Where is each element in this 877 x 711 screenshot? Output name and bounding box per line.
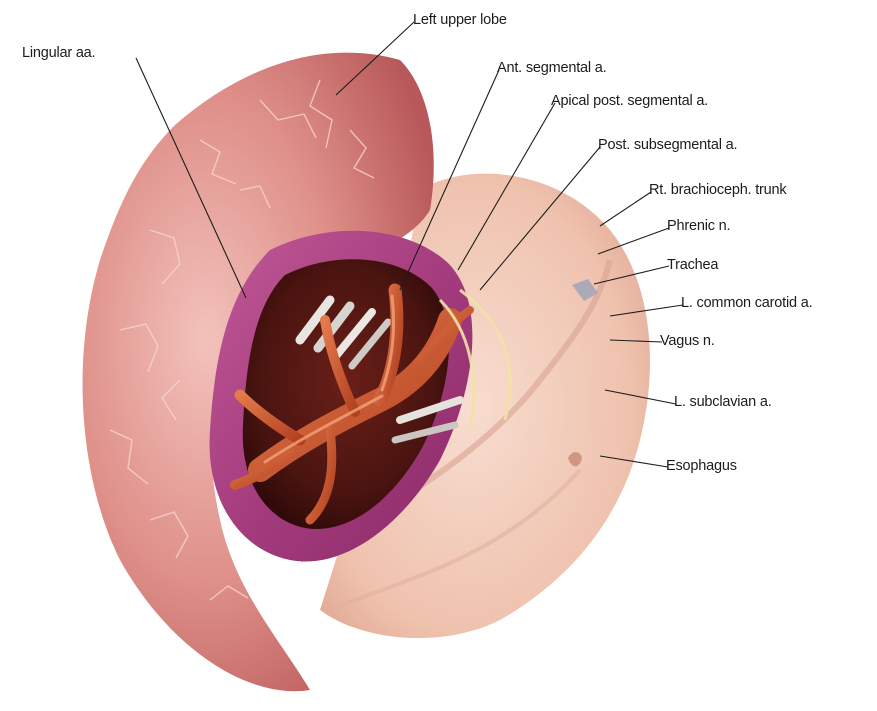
label-trachea: Trachea — [667, 257, 718, 273]
label-left-upper-lobe: Left upper lobe — [413, 12, 507, 28]
label-ant-segmental-a: Ant. segmental a. — [497, 60, 606, 76]
label-l-subclavian-a: L. subclavian a. — [674, 394, 772, 410]
label-apical-post-segmental-a: Apical post. segmental a. — [551, 93, 708, 109]
label-phrenic-n: Phrenic n. — [667, 218, 730, 234]
label-rt-brachioceph-trunk: Rt. brachioceph. trunk — [649, 182, 786, 198]
label-vagus-n: Vagus n. — [660, 333, 715, 349]
label-l-common-carotid-a: L. common carotid a. — [681, 295, 812, 311]
label-lingular-aa: Lingular aa. — [22, 45, 95, 61]
label-esophagus: Esophagus — [666, 458, 737, 474]
label-post-subsegmental-a: Post. subsegmental a. — [598, 137, 737, 153]
